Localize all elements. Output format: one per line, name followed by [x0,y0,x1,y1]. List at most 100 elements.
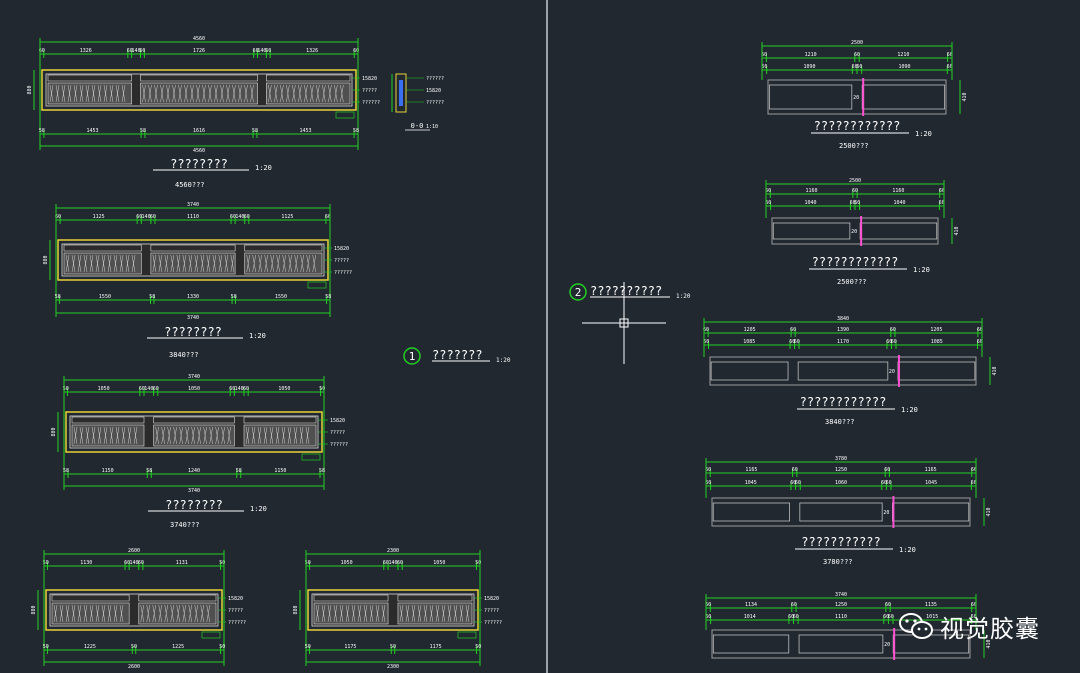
dimension-label: 60 [761,64,767,70]
hatch-stroke [435,604,440,623]
watermark-text: 视觉胶囊 [940,614,1040,643]
dimension-label: 1550 [275,294,287,300]
top-rail-box [150,244,236,252]
annotation-note: ????? [484,608,499,614]
hatch-stroke [459,604,464,623]
hatch-stroke [245,426,250,445]
view-scale: 1:20 [255,164,272,172]
hatch-stroke [263,426,268,445]
hatched-panel [266,82,351,105]
hatch-stroke [269,426,274,445]
hatch-stroke [91,426,96,445]
top-rail-box [71,416,145,424]
note-tag [301,453,321,461]
hatch-stroke [109,426,114,445]
hatch-stroke [89,254,94,273]
hatch-stroke [369,604,374,623]
dimension-label: 50 [219,644,225,650]
hatch-stroke [154,84,158,103]
view-subtitle: 4560??? [175,181,205,189]
hatch-stroke [131,254,136,273]
hatch-stroke [85,84,90,103]
dimension-label: 50 [63,386,69,392]
view-title: ???????? [164,325,222,339]
dimension-label: 1110 [835,614,847,620]
hatch-stroke [140,604,145,623]
view-subtitle: 2500??? [839,142,869,150]
hatch-stroke [281,426,286,445]
dimension-label: 1085 [931,339,943,345]
callout-scale: 1:20 [496,357,511,364]
total-dimension-label: 3840 [837,316,849,322]
hatch-stroke [429,604,434,623]
top-rail-box [47,74,132,82]
dimension-label: 60 [790,480,796,486]
height-dimension-label: 880 [27,85,33,94]
hatch-stroke [340,84,344,103]
dimension-label: 60 [977,327,983,333]
dimension-label: 60 [795,480,801,486]
hatch-stroke [328,84,332,103]
dimension-label: 60 [794,339,800,345]
plain-panel [768,84,853,110]
height-dimension-label: 410 [962,92,968,101]
hatch-stroke [146,604,151,623]
dimension-label: 60 [947,52,953,58]
total-dimension-label: 3780 [835,456,847,462]
dimension-label: 1210 [805,52,817,58]
view-subtitle: 3780??? [823,558,853,566]
dimension-label: 60 [150,214,156,220]
top-rail-box [140,74,258,82]
hatch-stroke [103,426,108,445]
dimension-label: 60 [703,327,709,333]
view-subtitle: 3740??? [170,521,200,529]
railing-outline [767,79,947,115]
dimension-label: 60 [791,602,797,608]
total-dimension-label: 2500 [849,178,861,184]
hatch-stroke [405,604,410,623]
dimension-label: 60 [136,214,142,220]
annotation-note: ?????? [334,270,352,276]
hatch-stroke [101,604,106,623]
dimension-label: 1160 [892,188,904,194]
hatch-stroke [305,426,310,445]
hatch-stroke [218,254,223,273]
view-scale: 1:20 [249,332,266,340]
hatch-stroke [316,84,320,103]
dimension-label: 1050 [188,386,200,392]
callout-circle [403,347,421,365]
hatch-stroke [119,254,124,273]
hatch-stroke [244,84,248,103]
annotation-note: 15820 [484,596,499,602]
hatch-stroke [152,254,157,273]
dimension-label: 1175 [430,644,442,650]
hatch-stroke [121,84,126,103]
hatch-stroke [196,84,200,103]
hatch-stroke [133,426,138,445]
dimension-label: 1616 [193,128,205,134]
total-dimension-label: 3740 [835,592,847,598]
dimension-label: 1175 [344,644,356,650]
height-dimension-label: 880 [31,605,37,614]
callout-number: 1 [409,350,416,363]
hatch-stroke [280,84,284,103]
dimension-label: 58 [236,468,242,474]
view-scale: 1:20 [901,406,918,414]
dimension-label: 60 [705,614,711,620]
dimension-label: 1250 [835,467,847,473]
hatch-stroke [268,84,272,103]
dimension-label: 60 [891,339,897,345]
annotation-note: ?????? [362,100,380,106]
view-title: ??????????? [801,535,880,549]
railing-outline [711,497,971,527]
hatch-stroke [176,604,181,623]
dimension-label: 1050 [98,386,110,392]
plain-panel [799,502,883,522]
dimension-label: 60 [153,386,159,392]
callout-title: ?????????? [590,284,662,298]
dimension-label: 60 [939,200,945,206]
dimension-label: 1040 [893,200,905,206]
